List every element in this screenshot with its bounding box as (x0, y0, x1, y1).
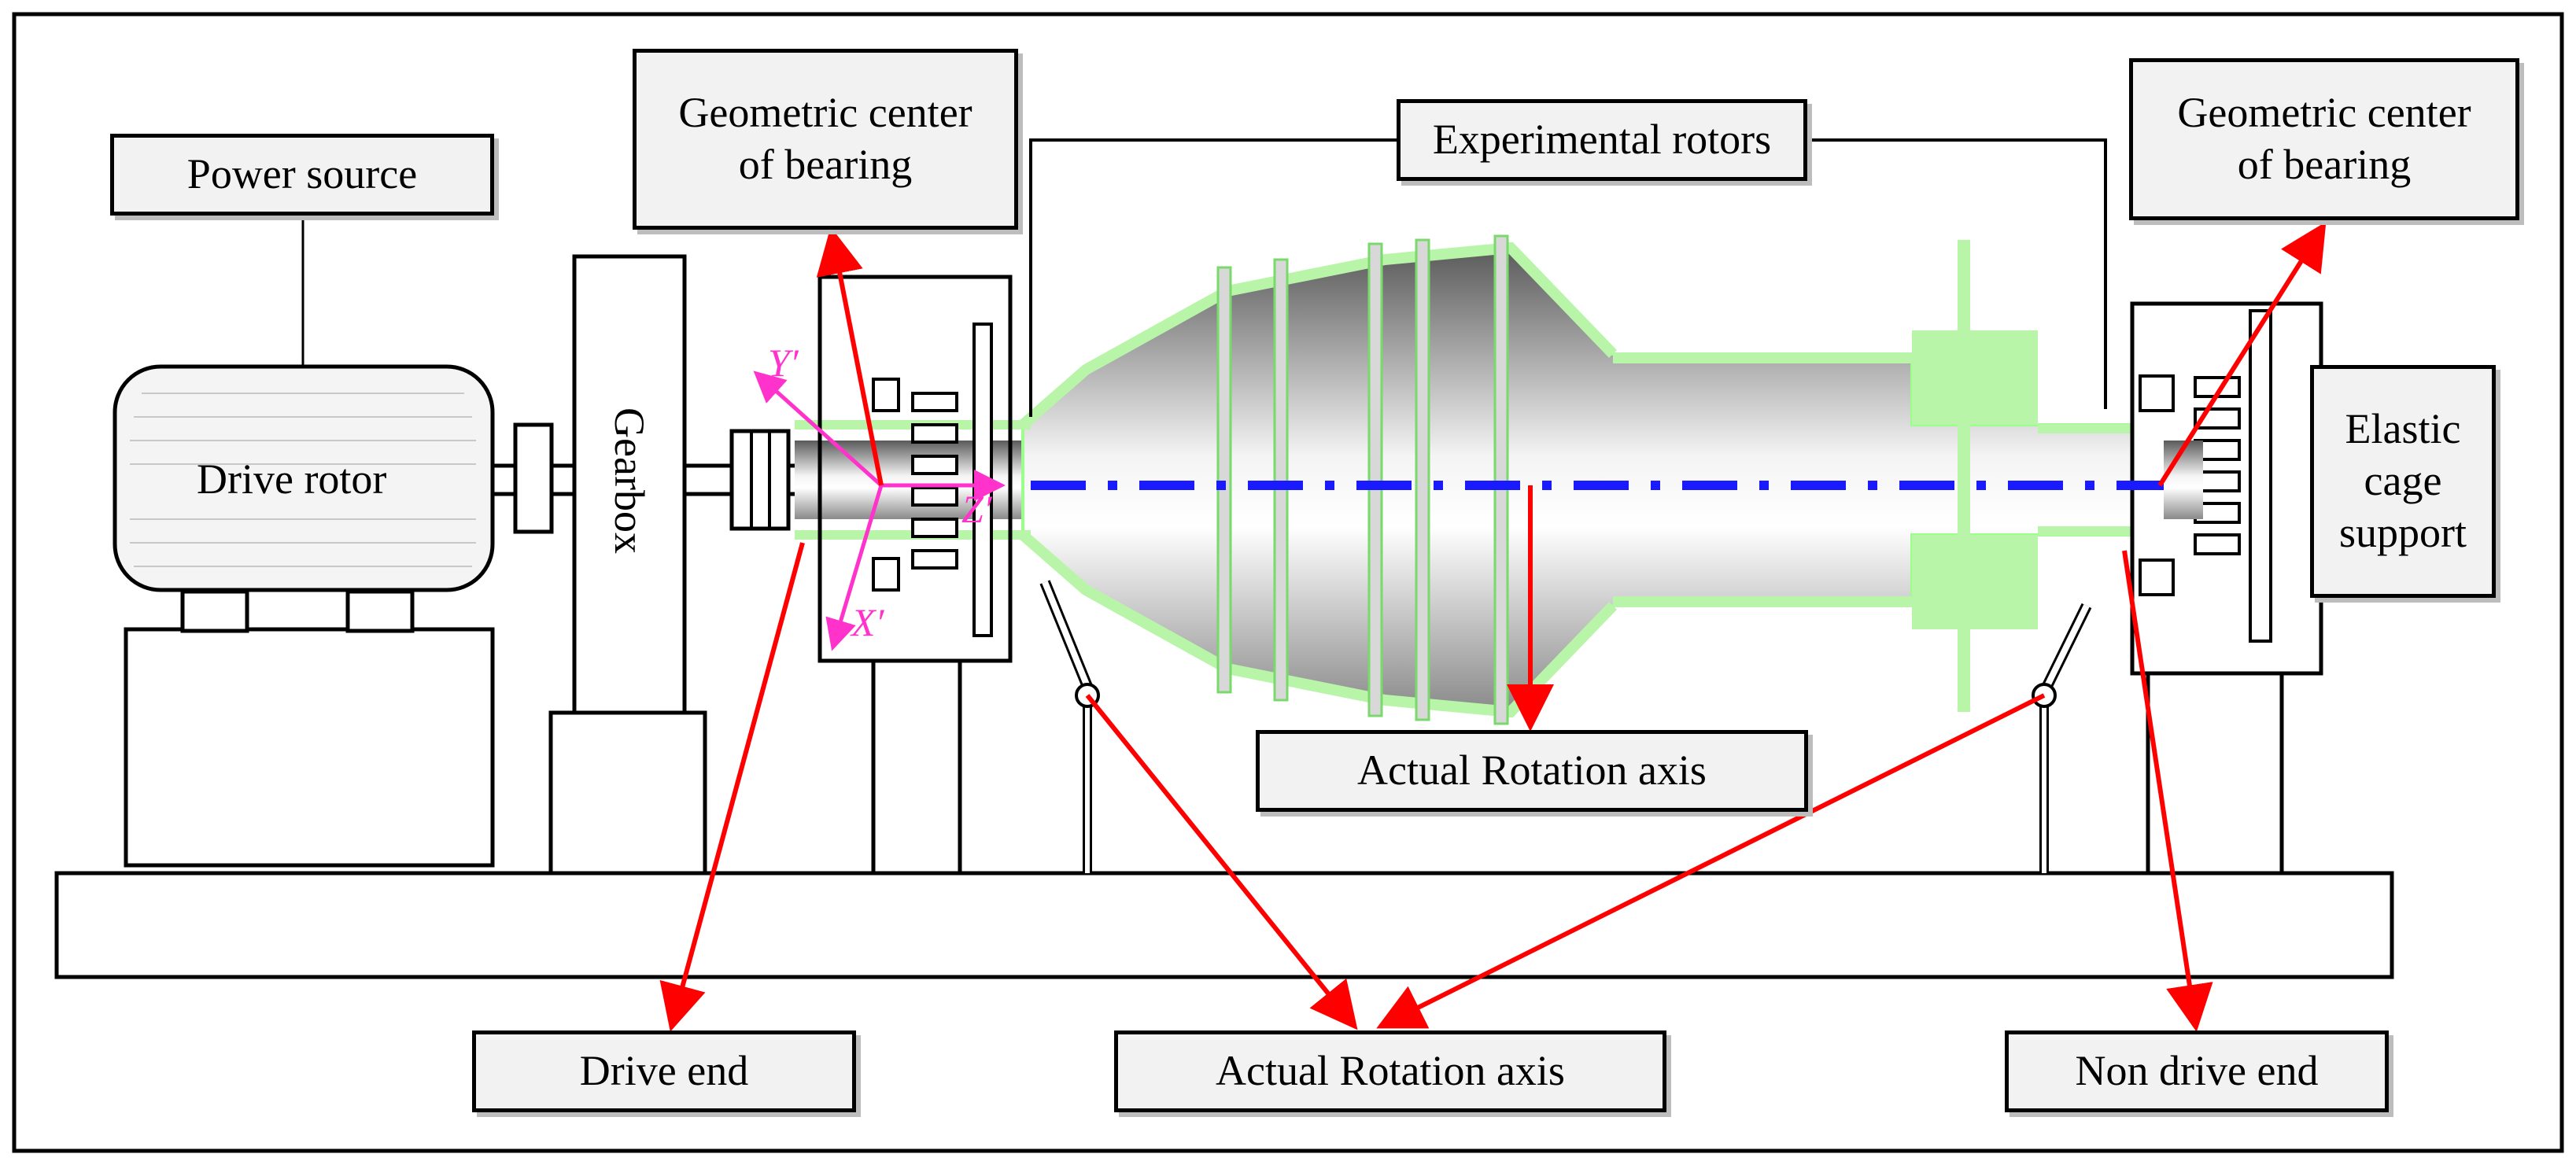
coupling-1 (513, 422, 554, 534)
elastic-cage-support-label: Elastic cage support (2310, 365, 2496, 598)
actual-rotation-axis-mid-label: Actual Rotation axis (1256, 730, 1808, 812)
drive-end-label: Drive end (472, 1030, 856, 1112)
left-bearing-stand (871, 658, 962, 876)
geometric-center-left-label: Geometric center of bearing (633, 49, 1018, 230)
z-axis-label: Z′ (961, 487, 992, 531)
non-drive-end-label: Non drive end (2005, 1030, 2389, 1112)
gearbox-stand (548, 710, 707, 876)
x-axis-label: X′ (851, 600, 884, 644)
motor-stand (124, 627, 495, 868)
right-bearing-stand (2146, 666, 2284, 876)
base-platform (54, 871, 2394, 979)
motor-foot-right (345, 589, 415, 633)
outer-frame (12, 12, 2564, 1153)
power-source-label: Power source (110, 134, 494, 216)
actual-rotation-axis-bottom-label: Actual Rotation axis (1114, 1030, 1666, 1112)
left-probe (1039, 580, 1100, 873)
gearbox-body (572, 254, 687, 715)
y-axis-label: Y′ (768, 341, 799, 385)
right-bearing (2130, 301, 2323, 676)
experimental-rotors-bracket (1029, 138, 1397, 417)
coordinate-axes (753, 371, 1006, 651)
experimental-rotor (795, 234, 2165, 725)
annotation-arrows (659, 221, 2327, 1032)
experimental-rotors-label: Experimental rotors (1397, 99, 1807, 181)
motor-fins (130, 393, 476, 567)
drive-rotor-label: Drive rotor (197, 455, 387, 503)
motor-foot-left (180, 589, 249, 633)
right-probe (2032, 603, 2092, 873)
coupling-2 (729, 429, 791, 531)
gearbox-label: Gearbox (606, 407, 653, 554)
geometric-center-right-label: Geometric center of bearing (2129, 58, 2519, 220)
